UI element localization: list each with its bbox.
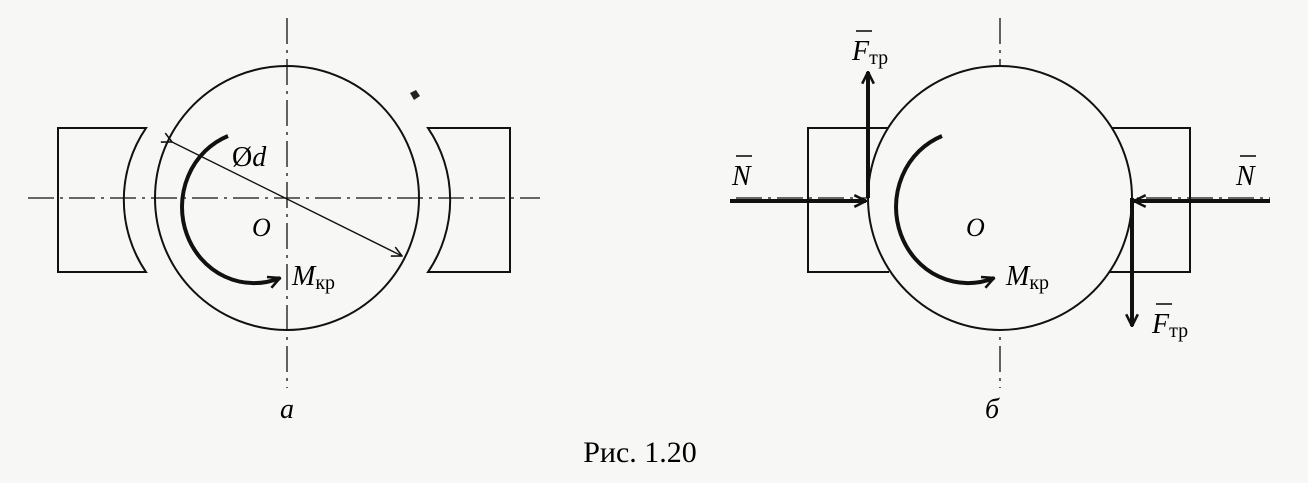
svg-text:Fтр: Fтр <box>851 36 888 69</box>
figure-b: Fтр N N Fтр O Mкр б <box>730 18 1270 425</box>
moment-label-a: Mкр <box>291 261 335 294</box>
diameter-line <box>172 142 402 256</box>
svg-text:N: N <box>1235 161 1256 192</box>
center-label-b: O <box>966 213 985 242</box>
moment-arrow-b <box>894 134 994 283</box>
normal-label-right: N <box>1235 155 1256 192</box>
normal-label-left: N <box>731 155 752 192</box>
figure-caption: Рис. 1.20 <box>583 436 697 469</box>
shaft-circle-b <box>867 65 1133 331</box>
caption-b: б <box>985 394 1000 425</box>
shaft-circle-a <box>154 65 420 331</box>
diameter-label: Ød <box>232 142 267 173</box>
moment-label-b: Mкр <box>1005 261 1049 294</box>
friction-label-bottom: Fтр <box>1151 303 1188 342</box>
center-label-a: O <box>252 213 271 242</box>
moment-arrow-a <box>180 134 280 283</box>
left-jaw-a <box>57 127 148 273</box>
caption-a: а <box>280 394 294 425</box>
friction-label-top: Fтр <box>851 30 888 69</box>
svg-text:Fтр: Fтр <box>1151 309 1188 342</box>
ink-speck <box>410 90 420 100</box>
figure-a: Ød O Mкр а <box>28 18 540 425</box>
right-jaw-a <box>426 127 511 273</box>
svg-text:N: N <box>731 161 752 192</box>
